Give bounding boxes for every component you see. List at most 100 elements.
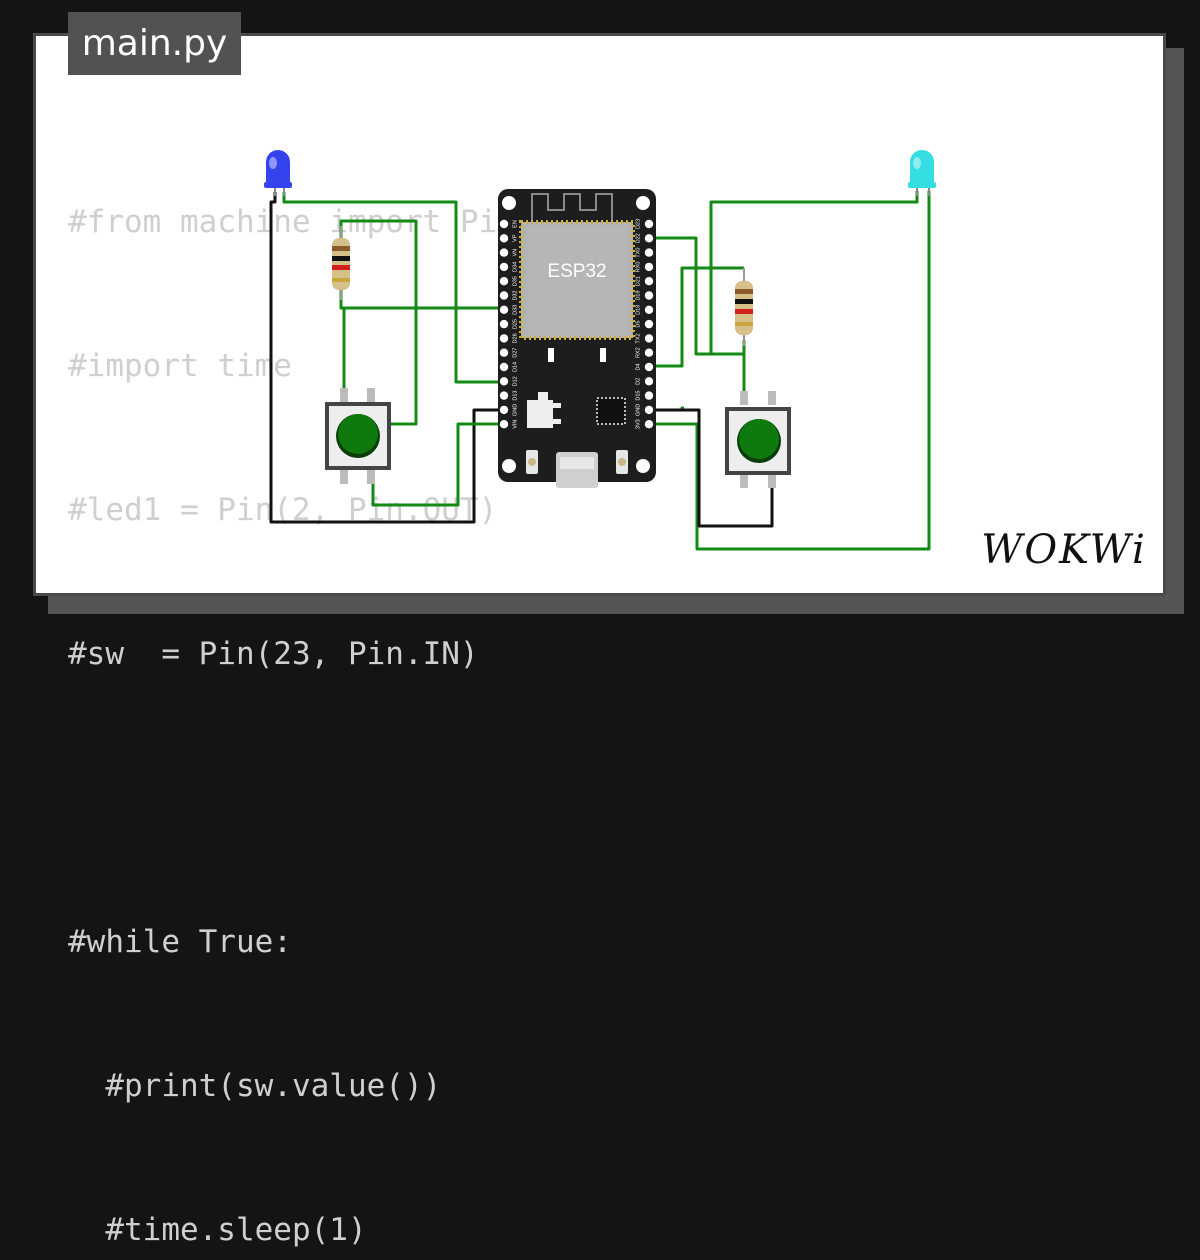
resistor-1[interactable] bbox=[332, 226, 350, 300]
led-highlight bbox=[913, 157, 921, 169]
pin-d21[interactable] bbox=[644, 277, 654, 286]
code-line: #sw = Pin(23, Pin.IN) bbox=[68, 636, 479, 672]
pin-label: RX2 bbox=[635, 347, 641, 358]
pin-d35[interactable] bbox=[499, 277, 509, 286]
pin-label: D26 bbox=[512, 333, 518, 343]
led-blue[interactable] bbox=[264, 150, 292, 196]
pin-label: VN bbox=[512, 249, 518, 257]
pin-tx0[interactable] bbox=[644, 248, 654, 257]
smd-component bbox=[600, 348, 606, 362]
pin-d5[interactable] bbox=[644, 319, 654, 329]
button-cap bbox=[739, 419, 779, 459]
file-tab-label: main.py bbox=[81, 23, 228, 64]
pin-vp[interactable] bbox=[499, 234, 509, 243]
led-cyan[interactable] bbox=[908, 150, 936, 196]
mount-hole bbox=[636, 196, 650, 210]
code-line: #while True: bbox=[68, 924, 292, 960]
pin-d22[interactable] bbox=[644, 234, 654, 243]
file-tab-main-py[interactable]: main.py bbox=[68, 12, 241, 75]
pin-en[interactable] bbox=[499, 219, 509, 229]
pin-label: D23 bbox=[635, 219, 641, 229]
pin-tx2[interactable] bbox=[644, 334, 654, 343]
pin-label: TX2 bbox=[635, 333, 641, 343]
wire-led1-cathode[interactable] bbox=[269, 192, 504, 524]
pin-rx2[interactable] bbox=[644, 348, 654, 357]
wire-d22-button2[interactable] bbox=[648, 236, 746, 356]
pin-d2[interactable] bbox=[644, 377, 654, 386]
led-body bbox=[266, 150, 290, 186]
wire-res1-bottom[interactable] bbox=[339, 290, 504, 310]
pin-d34[interactable] bbox=[499, 262, 509, 272]
color-band bbox=[332, 265, 350, 270]
antenna-trace bbox=[531, 193, 613, 222]
pin-d12[interactable] bbox=[499, 377, 509, 386]
wire-led2-cathode[interactable] bbox=[648, 191, 931, 551]
pin-label: D34 bbox=[512, 262, 518, 272]
resistor-2[interactable] bbox=[735, 268, 753, 346]
wires bbox=[269, 191, 931, 551]
pin-label: D2 bbox=[635, 378, 641, 385]
pin-d13[interactable] bbox=[499, 391, 509, 400]
pin-label: D21 bbox=[635, 276, 641, 286]
voltage-regulator bbox=[527, 392, 561, 428]
led-highlight bbox=[269, 157, 277, 169]
color-band bbox=[735, 289, 753, 294]
left-pin-header: ENVPVND34D35D32D33D25D26D27D14D12D13GNDV… bbox=[499, 219, 518, 429]
pin-d14[interactable] bbox=[499, 362, 509, 372]
color-band bbox=[332, 256, 350, 261]
pin-vn[interactable] bbox=[499, 248, 509, 257]
color-band bbox=[735, 299, 753, 304]
wire-res2-d4[interactable] bbox=[648, 266, 744, 368]
wire-led1-anode[interactable] bbox=[282, 192, 504, 384]
button-cap bbox=[338, 414, 378, 454]
wire-button1-vin[interactable] bbox=[371, 422, 504, 507]
pin-d25[interactable] bbox=[499, 319, 509, 329]
esp32-board[interactable]: ESP32 ENVPVND34D35D32D33D25D26D27D14D12D… bbox=[498, 189, 656, 488]
pin-d15[interactable] bbox=[644, 391, 654, 400]
pin-gnd[interactable] bbox=[644, 405, 654, 415]
pushbutton-2[interactable] bbox=[725, 391, 791, 488]
pin-rx0[interactable] bbox=[644, 262, 654, 272]
color-band bbox=[332, 278, 350, 282]
pin-label: D13 bbox=[512, 391, 518, 401]
pin-label: D12 bbox=[512, 376, 518, 386]
code-line: #print(sw.value()) bbox=[68, 1068, 442, 1104]
pin-d4[interactable] bbox=[644, 362, 654, 372]
wire-button2-gnd[interactable] bbox=[648, 408, 774, 528]
color-band bbox=[332, 246, 350, 251]
pushbutton-1[interactable] bbox=[325, 388, 391, 484]
pin-label: D14 bbox=[512, 362, 518, 372]
pin-d33[interactable] bbox=[499, 305, 509, 314]
pin-label: GND bbox=[635, 404, 641, 416]
pin-vin[interactable] bbox=[499, 420, 509, 429]
wire-res1-top[interactable] bbox=[339, 219, 418, 426]
wokwi-logo[interactable]: WOKWi bbox=[978, 524, 1150, 576]
pin-label: D5 bbox=[635, 321, 641, 328]
wire-led2-anode[interactable] bbox=[709, 191, 919, 354]
pin-label: D15 bbox=[635, 391, 641, 401]
pin-label: D19 bbox=[635, 290, 641, 300]
pin-d18[interactable] bbox=[644, 305, 654, 314]
pin-d32[interactable] bbox=[499, 291, 509, 300]
pin-d19[interactable] bbox=[644, 291, 654, 300]
pin-3v3[interactable] bbox=[644, 420, 654, 429]
code-line: #import time bbox=[68, 348, 292, 384]
pin-label: 3V3 bbox=[635, 419, 641, 429]
pin-label: D22 bbox=[635, 233, 641, 243]
usb-port-opening bbox=[560, 457, 594, 469]
chip-label: ESP32 bbox=[547, 261, 606, 282]
mount-hole bbox=[502, 459, 516, 473]
pin-d23[interactable] bbox=[644, 219, 654, 229]
code-line bbox=[68, 774, 516, 822]
pin-label: VP bbox=[512, 234, 518, 242]
mount-hole bbox=[636, 459, 650, 473]
usb-bridge-chip bbox=[596, 397, 626, 425]
pin-label: D32 bbox=[512, 290, 518, 300]
pin-label: TX0 bbox=[635, 248, 641, 258]
color-band bbox=[735, 322, 753, 326]
code-line: #time.sleep(1) bbox=[68, 1212, 367, 1248]
pin-label: D35 bbox=[512, 276, 518, 286]
pin-d27[interactable] bbox=[499, 348, 509, 357]
pin-gnd[interactable] bbox=[499, 405, 509, 415]
pin-d26[interactable] bbox=[499, 334, 509, 343]
